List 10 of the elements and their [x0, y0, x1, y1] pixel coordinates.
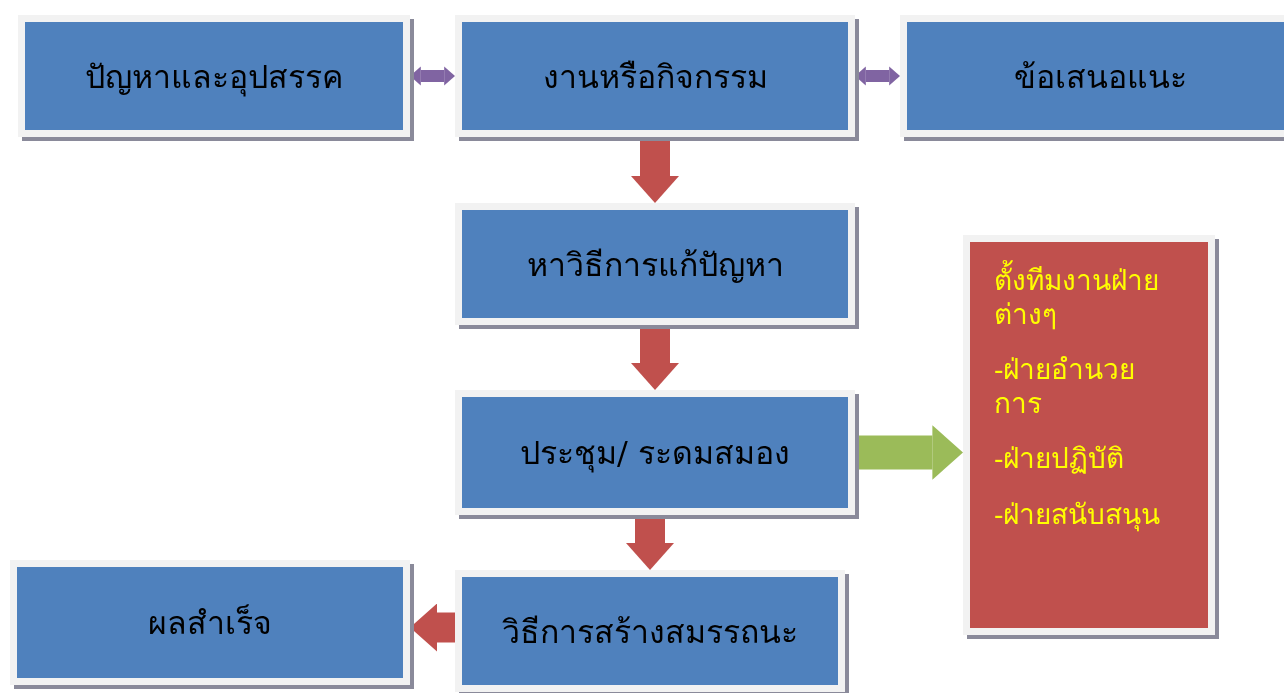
box-text: งานหรือกิจกรรม	[542, 56, 768, 98]
box-text: หาวิธีการแก้ปัญหา	[526, 244, 784, 286]
box-text: ผลสำเร็จ	[148, 603, 272, 644]
box-text: ข้อเสนอแนะ	[1013, 56, 1187, 98]
box-text: -ฝ่ายสนับสนุน	[994, 497, 1161, 532]
box-text: -ฝ่ายอำนวยการ	[994, 353, 1137, 421]
box-text: วิธีการสร้างสมรรถนะ	[502, 611, 798, 653]
box-text: ปัญหาและอุปสรรค	[85, 56, 343, 99]
box-text: ประชุม/ ระดมสมอง	[520, 433, 790, 475]
box-text: -ฝ่ายปฏิบัติ	[994, 442, 1125, 476]
